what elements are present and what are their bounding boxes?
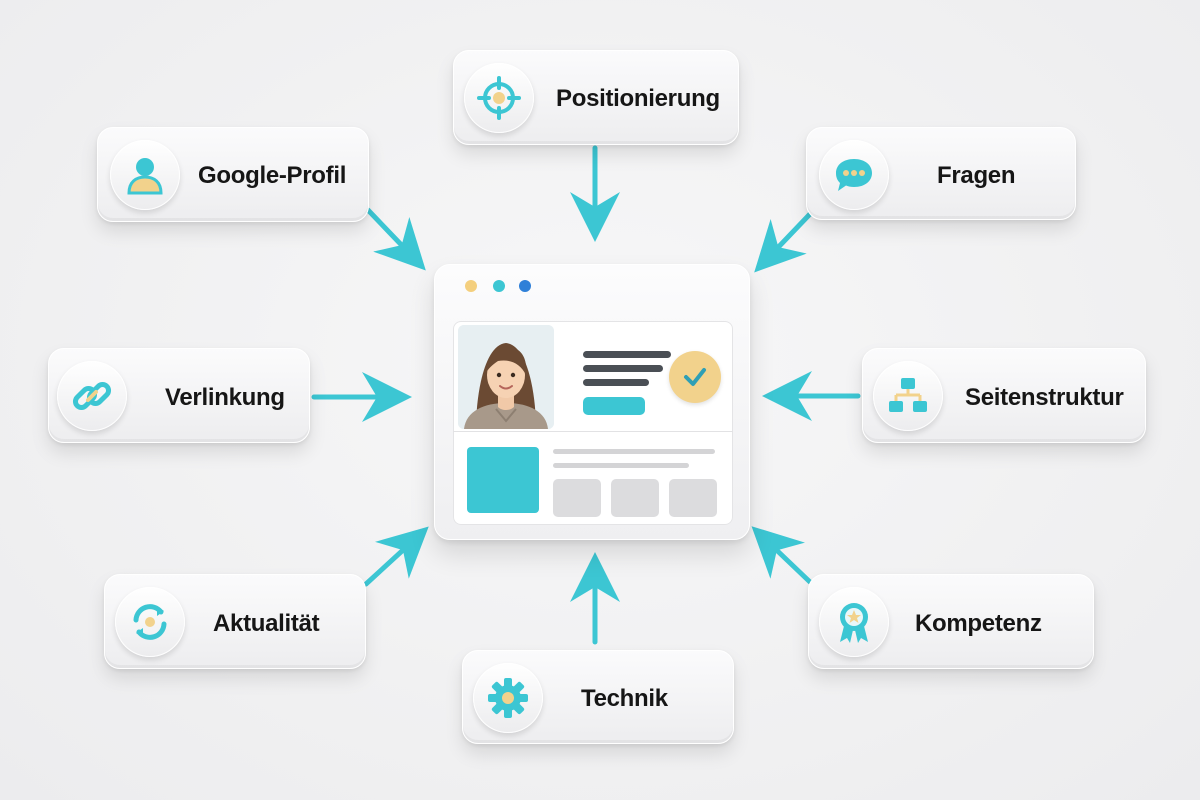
node-kompetenz: Kompetenz	[808, 574, 1094, 669]
content-tile-large	[467, 447, 539, 513]
profile-text-line	[583, 379, 649, 386]
node-positionierung: Positionierung	[453, 50, 739, 145]
speech-bubble-icon	[819, 140, 889, 210]
node-label: Seitenstruktur	[965, 384, 1124, 411]
node-label: Fragen	[937, 162, 1016, 189]
window-content	[453, 321, 733, 525]
profile-text-line	[583, 351, 671, 358]
profile-cta-bar	[583, 397, 645, 415]
node-verlinkung: Verlinkung	[48, 348, 310, 443]
profile-text-line	[583, 365, 663, 372]
content-tile-small	[669, 479, 717, 517]
node-aktualitaet: Aktualität	[104, 574, 366, 669]
arrow-kompetenz	[751, 526, 813, 585]
user-profile-icon	[110, 140, 180, 210]
node-fragen: Fragen	[806, 127, 1076, 220]
checkmark-icon	[669, 351, 721, 403]
chain-link-icon	[57, 361, 127, 431]
node-label: Verlinkung	[165, 384, 285, 411]
gear-icon	[473, 663, 543, 733]
node-google-profil: Google-Profil	[97, 127, 369, 222]
window-dot-blue	[519, 280, 531, 292]
node-seitenstruktur: Seitenstruktur	[862, 348, 1146, 443]
content-text-line	[553, 449, 715, 454]
award-badge-icon	[819, 587, 889, 657]
node-label: Kompetenz	[915, 610, 1042, 637]
refresh-cycle-icon	[115, 587, 185, 657]
node-label: Positionierung	[556, 85, 720, 112]
node-label: Google-Profil	[198, 162, 347, 189]
content-text-line	[553, 463, 689, 468]
crosshair-target-icon	[464, 63, 534, 133]
content-tile-small	[553, 479, 601, 517]
arrow-fragen	[754, 211, 813, 273]
node-label: Technik	[581, 685, 668, 712]
content-tile-small	[611, 479, 659, 517]
sitemap-icon	[873, 361, 943, 431]
avatar	[458, 325, 554, 429]
window-dot-teal	[493, 280, 505, 292]
window-dot-yellow	[465, 280, 477, 292]
arrow-aktualitaet	[363, 526, 429, 587]
node-label: Aktualität	[213, 610, 320, 637]
node-technik: Technik	[462, 650, 734, 744]
central-profile-window	[434, 264, 750, 540]
arrow-google-profil	[365, 207, 426, 271]
profile-card	[453, 321, 733, 432]
